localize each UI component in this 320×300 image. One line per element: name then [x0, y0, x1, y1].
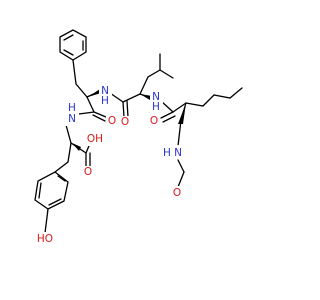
leu-isopropyl	[159, 69, 174, 79]
bond-layer	[34, 29, 243, 234]
leu-carbonyl-double-bond	[126, 100, 129, 118]
phe-ring-inner-bond	[63, 34, 74, 41]
phe-benzene-ring	[59, 29, 87, 61]
atom-label-o-acid: O	[84, 166, 92, 178]
atom-label-nh-leu: N	[152, 91, 160, 103]
phe-alpha-to-carbonyl	[86, 96, 95, 113]
nle-stereo-wedge	[178, 103, 186, 124]
atom-label-o-nle: O	[150, 115, 158, 127]
atom-label-ho-phenol: HO	[37, 233, 53, 245]
atom-label-h-nle: H	[163, 147, 171, 159]
phe-carbonyl-to-tyr-nh	[78, 111, 95, 115]
nle-butyl-chain	[185, 87, 243, 107]
tyr-stereo-wedge	[72, 143, 81, 151]
atom-label-o-leu: O	[121, 116, 129, 128]
atom-label-nh-tyr: N	[68, 113, 76, 125]
atom-label-layer: N H N H H N H N O O O O OH O HO	[35, 85, 183, 245]
leu-side-chain	[139, 69, 161, 95]
tyr-ring-inner-bond	[48, 198, 62, 206]
phe-nh-to-leu-carbonyl	[109, 92, 124, 103]
leu-carbonyl-to-alpha	[122, 93, 141, 103]
atom-label-h-tyr: H	[68, 102, 76, 114]
atom-label-h-phe: H	[101, 95, 109, 107]
nle-carbonyl-double-bond	[162, 115, 176, 123]
nle-carbonyl-to-alpha	[172, 102, 187, 113]
tyr-alpha-to-beta	[54, 142, 72, 173]
tyr-phenol-bond	[44, 208, 49, 234]
atom-label-n-nle: N	[174, 147, 182, 159]
leu-stereo-wedge	[140, 94, 152, 100]
atom-label-nh-phe: N	[101, 85, 109, 97]
phe-ring-inner-bond	[63, 49, 74, 56]
atom-label-h-leu: H	[152, 101, 160, 113]
atom-label-o-phe: O	[108, 115, 116, 127]
tyr-ring-inner-bond	[57, 175, 66, 182]
phe-benzyl-bond	[72, 59, 88, 98]
formyl-n-to-c	[177, 159, 185, 173]
phe-stereo-wedge	[88, 89, 101, 97]
nle-carbonyl-double-bond	[160, 111, 174, 119]
atom-label-o-formyl: O	[173, 187, 181, 199]
leu-carbonyl-double-bond	[122, 101, 125, 118]
tyr-ring-inner-bond	[38, 182, 42, 199]
peptide-structure-diagram: N H N H H N H N O O O O OH O HO	[34, 29, 243, 245]
tyr-nh-to-alpha	[65, 124, 72, 144]
phe-carbonyl-double-bond	[93, 111, 107, 118]
stereo-wedges	[72, 89, 186, 151]
atom-label-oh-acid: OH	[87, 133, 103, 145]
formyl-c-to-o	[177, 171, 185, 188]
phe-carbonyl-double-bond	[92, 114, 106, 122]
